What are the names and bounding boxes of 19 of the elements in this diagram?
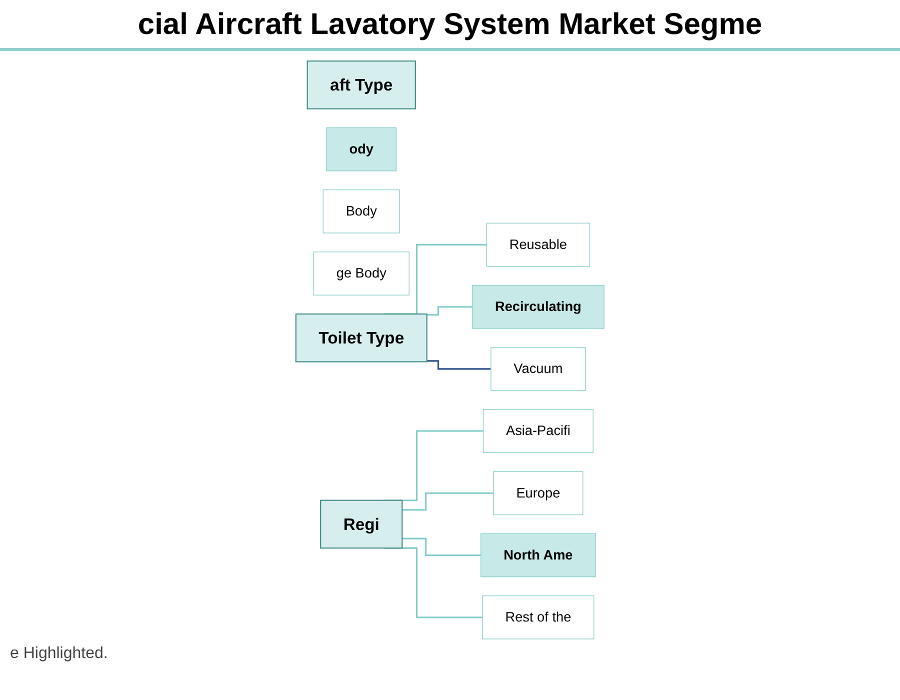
node-box: Vacuum xyxy=(490,346,586,391)
node-box: aft Type xyxy=(306,60,416,110)
node-box: Regi xyxy=(320,500,403,549)
connector xyxy=(402,538,481,556)
node-box: Asia-Pacifi xyxy=(482,409,594,453)
node-box: Toilet Type xyxy=(295,313,428,362)
node-box: Recirculating xyxy=(472,284,604,329)
node-box: North Ame xyxy=(480,533,596,578)
caption: e Highlighted. xyxy=(10,645,109,663)
node-box: Rest of the xyxy=(482,595,594,640)
connector xyxy=(402,492,494,511)
node-box: ge Body xyxy=(313,252,410,296)
node-box: Reusable xyxy=(486,222,590,267)
diagram-title: cial Aircraft Lavatory System Market Segme xyxy=(0,8,900,51)
node-box: ody xyxy=(326,127,397,172)
node-box: Body xyxy=(322,189,400,234)
connector xyxy=(426,360,491,370)
connector xyxy=(426,306,472,316)
node-box: Europe xyxy=(493,471,584,516)
